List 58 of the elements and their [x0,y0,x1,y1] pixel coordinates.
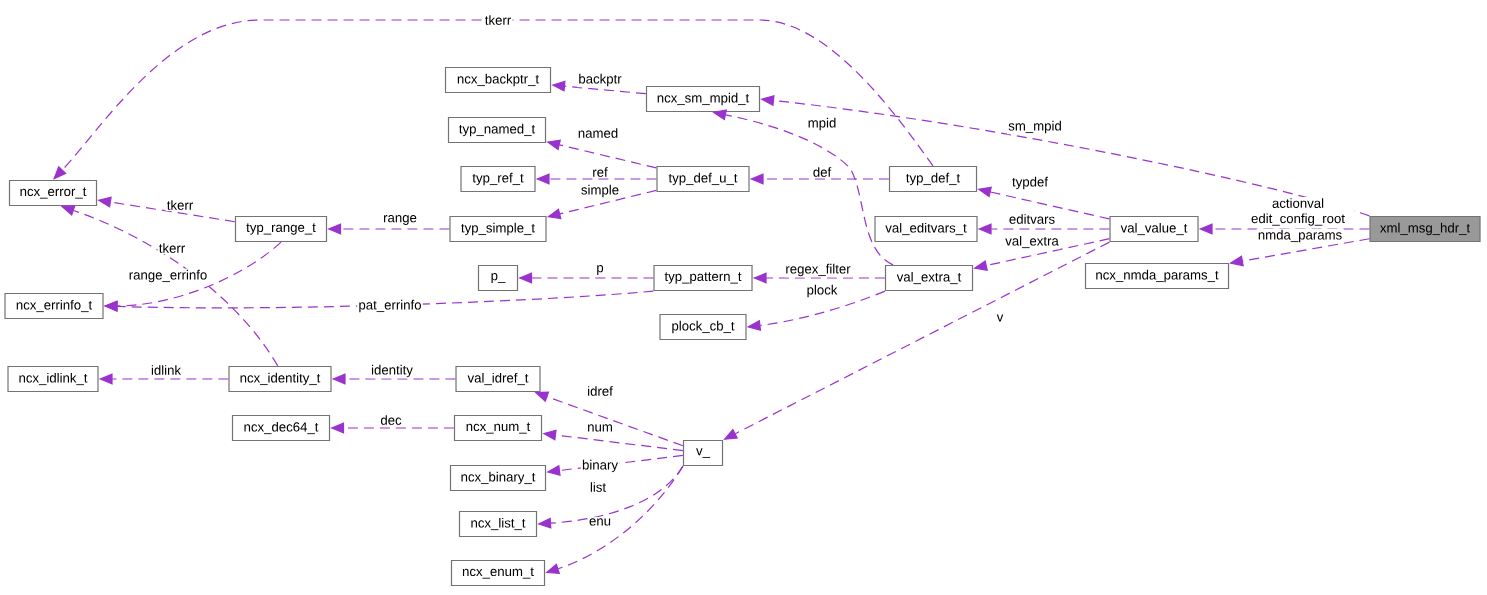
struct-box: ncx_errinfo_t [4,292,104,320]
struct-box: ncx_num_t [453,414,543,442]
edge-label: dec [379,413,403,427]
edge-label: regex_filter [784,262,852,278]
struct-box: plock_cb_t [659,313,747,341]
edge-label: editvars [1007,212,1057,226]
edge-label: named [576,126,620,140]
struct-box: typ_pattern_t [653,264,753,292]
struct-box: typ_def_t [888,165,978,193]
struct-box: ncx_identity_t [228,365,332,393]
edge-label: list [588,480,608,494]
edge-label: nmda_params [1256,228,1344,244]
struct-box: xml_msg_hdr_t [1369,215,1481,243]
struct-box: ncx_backptr_t [444,66,552,94]
edge-label: plock [805,283,839,299]
edge-label: sm_mpid [1007,119,1063,135]
edge-label: idref [585,384,615,398]
edge-label: idlink [149,363,183,377]
struct-box: ncx_idlink_t [7,365,99,393]
edge-label: binary [580,458,620,474]
struct-box: val_editvars_t [874,215,978,243]
struct-box: ncx_enum_t [450,559,546,587]
struct-box: typ_range_t [234,215,328,243]
edge-label: typdef [1010,175,1050,191]
edge-label: simple [579,183,621,199]
edge-label: def [811,165,833,179]
edge-label: num [585,423,615,433]
struct-box: ncx_binary_t [449,464,547,492]
struct-box: ncx_list_t [458,510,538,538]
struct-box: ncx_dec64_t [231,414,331,442]
struct-box: val_extra_t [884,264,974,292]
struct-box: typ_ref_t [460,165,536,193]
edge-label: tkerr [157,241,187,255]
struct-box: v_ [682,439,724,467]
struct-box: val_value_t [1109,215,1199,243]
arrow [53,19,934,180]
struct-box: typ_def_u_t [656,165,750,193]
struct-box: val_idref_t [455,365,541,393]
edge-label: val_extra [1004,234,1060,250]
edge-label: v [995,313,1005,323]
edge-label: enu [587,517,613,527]
edge-label: range_errinfo [127,268,209,284]
arrow [723,241,1110,440]
struct-box: typ_named_t [447,116,547,144]
struct-box: ncx_nmda_params_t [1084,262,1230,290]
edge-label: tkerr [483,13,513,27]
edge-label: pat_errinfo [357,298,423,314]
edge-label: p [595,263,605,277]
struct-box: ncx_error_t [8,179,98,207]
struct-box: p_ [477,264,519,292]
struct-box: typ_simple_t [449,215,547,243]
edge-label: range [381,213,419,227]
edge-label: identity [369,363,415,379]
edge-label: mpid [806,116,838,132]
edge-label: tkerr [165,198,195,212]
edge-label: backptr [577,72,623,88]
edge-label: ref [591,165,609,179]
struct-box: ncx_sm_mpid_t [645,85,761,113]
